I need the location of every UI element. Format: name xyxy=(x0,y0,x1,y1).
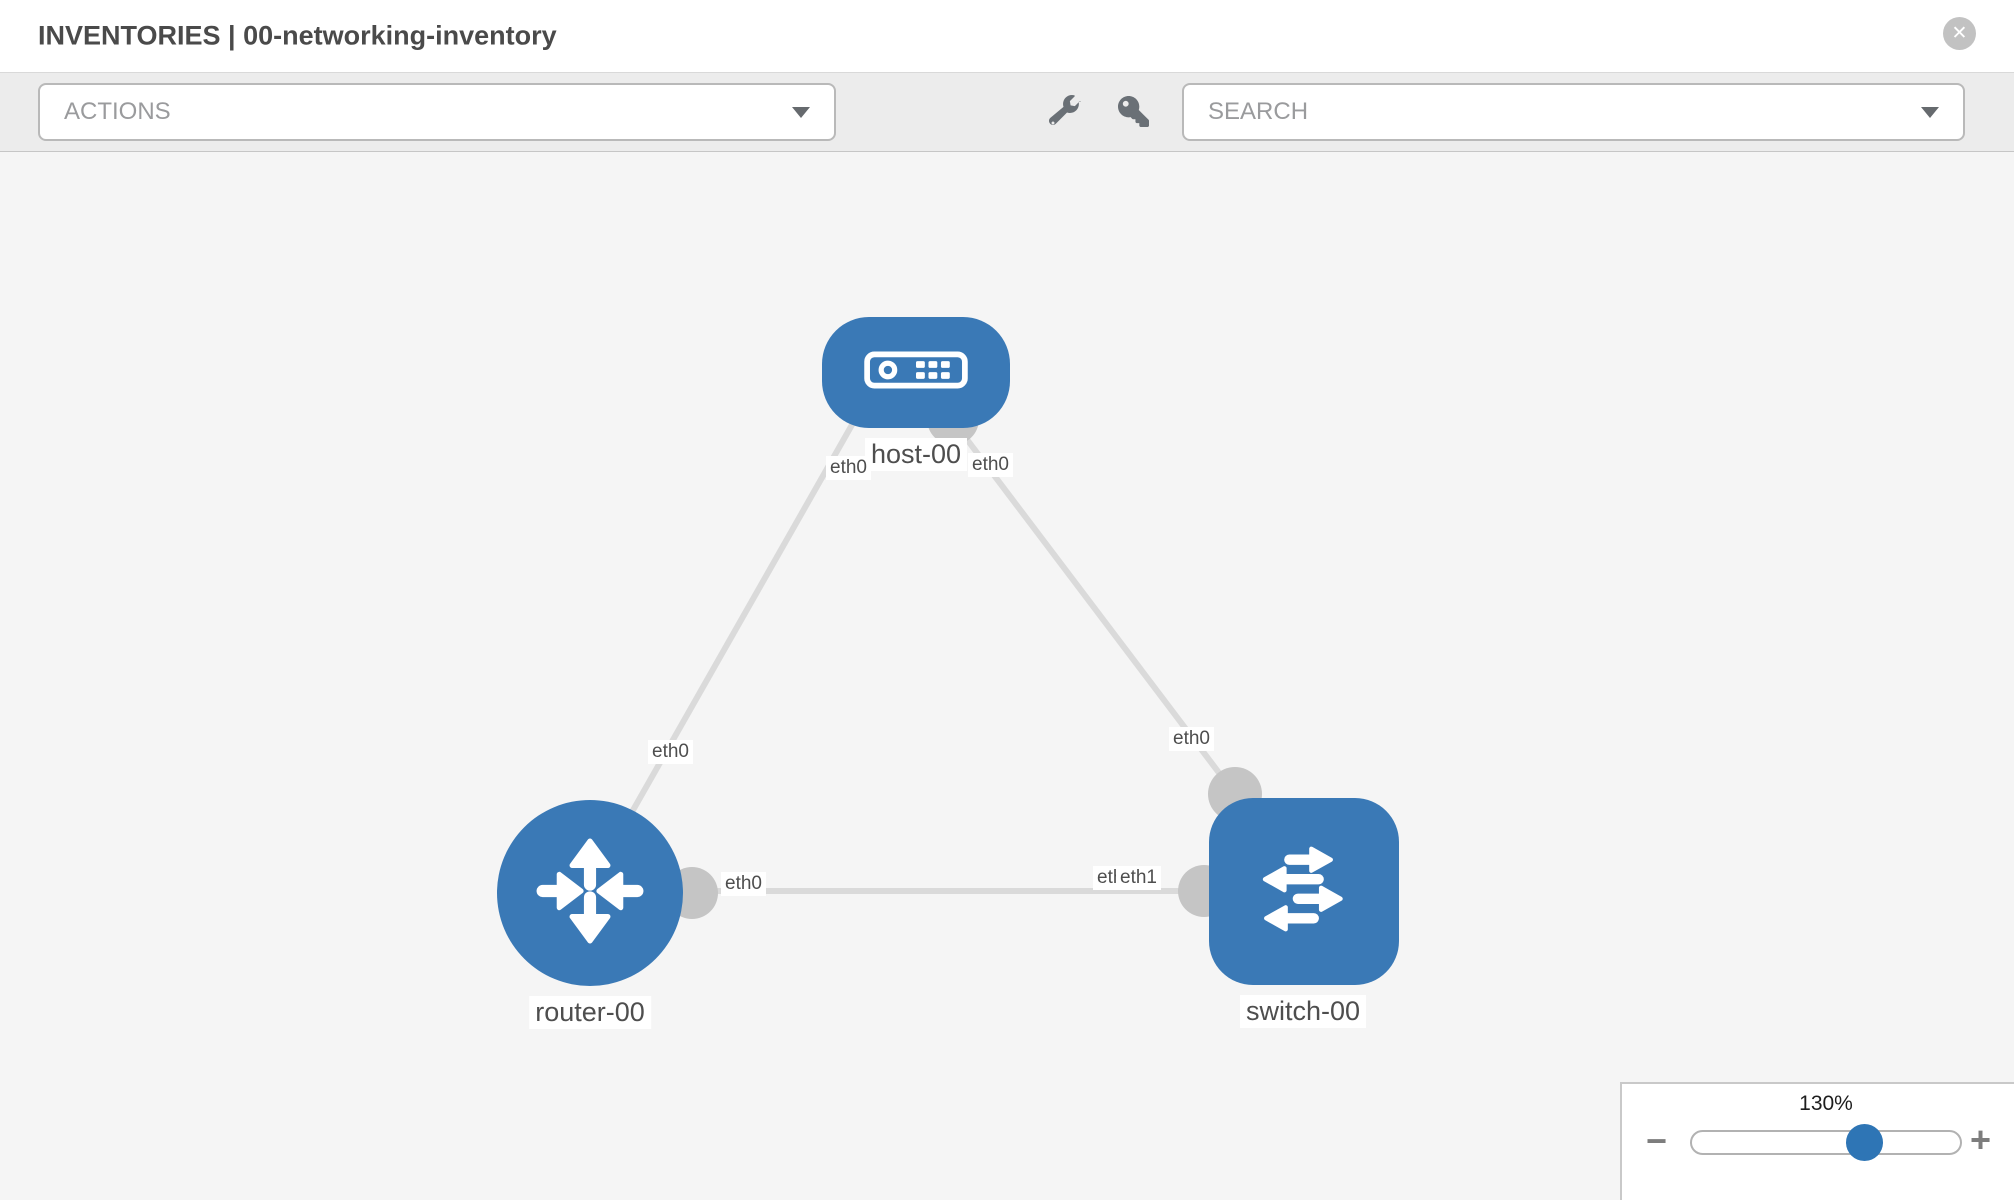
actions-dropdown-label: ACTIONS xyxy=(64,98,171,125)
zoom-level-value: 130% xyxy=(1799,1092,1853,1115)
zoom-slider-track[interactable] xyxy=(1690,1124,1962,1161)
search-dropdown[interactable]: SEARCH xyxy=(1182,83,1965,141)
credentials-button[interactable] xyxy=(1110,88,1156,134)
router-icon xyxy=(526,827,654,960)
zoom-out-button[interactable]: − xyxy=(1646,1123,1667,1159)
topology-links-layer xyxy=(625,393,1262,919)
plus-icon: + xyxy=(1970,1119,1992,1160)
switch-icon xyxy=(1243,828,1365,955)
chevron-down-icon xyxy=(792,107,810,118)
interface-label-switch-eth0-top: eth0 xyxy=(1169,727,1214,751)
page-title: INVENTORIES | 00-networking-inventory xyxy=(38,20,557,51)
interface-label-host-eth0-left: eth0 xyxy=(826,456,871,480)
zoom-in-button[interactable]: + xyxy=(1970,1122,1991,1158)
close-icon: ✕ xyxy=(1951,23,1968,44)
node-label-host: host-00 xyxy=(864,438,968,471)
interface-label-router-eth0-right: eth0 xyxy=(721,872,766,896)
interface-label-host-eth0-right: eth0 xyxy=(968,453,1013,477)
actions-dropdown[interactable]: ACTIONS xyxy=(38,83,836,141)
topology-canvas[interactable]: host-00 router-00 switch-00 eth0 eth0 et… xyxy=(0,153,2014,1200)
node-switch-00[interactable] xyxy=(1209,798,1399,985)
interface-label-router-eth0-top: eth0 xyxy=(648,740,693,764)
node-label-router: router-00 xyxy=(529,996,651,1029)
configure-button[interactable] xyxy=(1042,88,1088,134)
chevron-down-icon xyxy=(1921,107,1939,118)
host-icon xyxy=(864,351,968,394)
search-dropdown-label: SEARCH xyxy=(1208,98,1309,125)
breadcrumb-header: INVENTORIES | 00-networking-inventory ✕ xyxy=(0,0,2014,73)
wrench-icon xyxy=(1049,95,1081,127)
node-host-00[interactable] xyxy=(822,317,1010,428)
node-label-switch: switch-00 xyxy=(1239,995,1367,1028)
interface-label-switch-eth1: eth1 xyxy=(1116,866,1161,890)
node-router-00[interactable] xyxy=(497,800,683,986)
toolbar: ACTIONS SEARCH xyxy=(0,73,2014,152)
key-icon xyxy=(1117,95,1149,127)
minus-icon: − xyxy=(1646,1120,1668,1161)
zoom-slider-thumb[interactable] xyxy=(1846,1124,1883,1161)
close-button[interactable]: ✕ xyxy=(1943,17,1976,50)
